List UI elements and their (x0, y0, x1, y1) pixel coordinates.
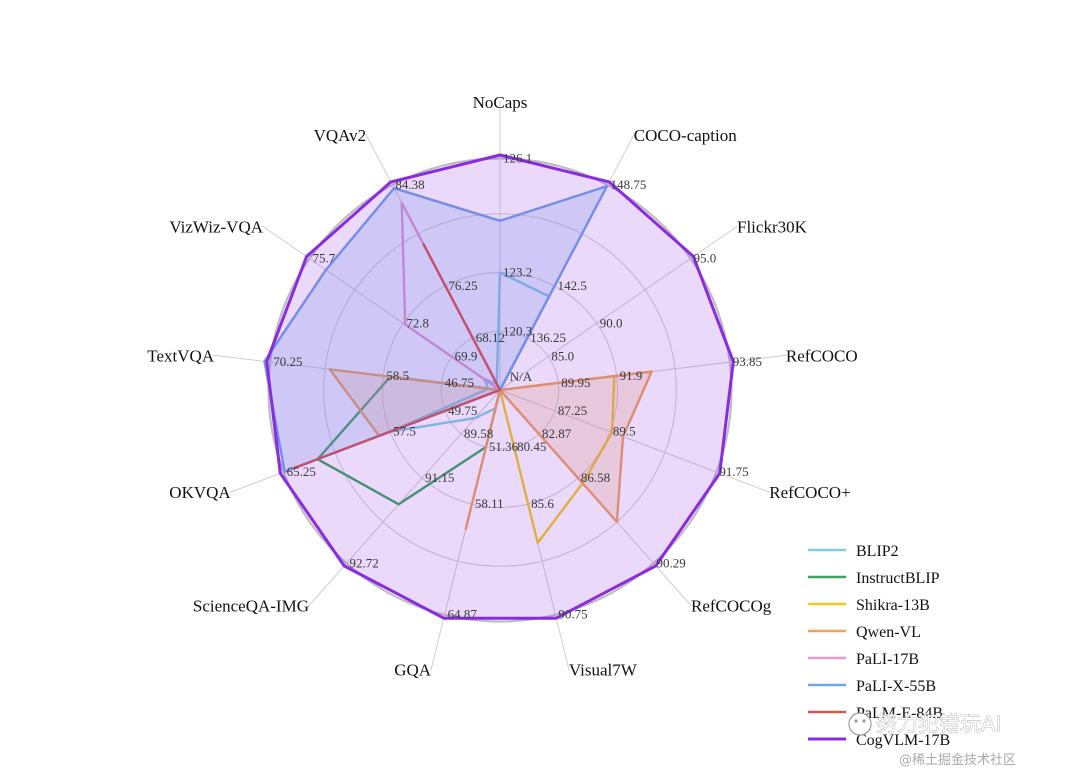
tick-visual7w-2: 85.6 (531, 496, 554, 511)
tick-vqav2-3: 84.38 (395, 177, 424, 192)
tick-refcoco-1: 89.95 (561, 375, 590, 390)
tick-okvqa-1: 49.75 (448, 403, 477, 418)
legend-label-palm-e-84b: PaLM-E-84B (856, 705, 943, 722)
axis-label-coco-caption: COCO-caption (634, 126, 737, 145)
spoke-flickr30k (499, 225, 739, 391)
tick-refcocog-1: 82.87 (542, 426, 572, 441)
axis-label-visual7w: Visual7W (569, 661, 638, 680)
watermark: 努力犯错玩AI @稀土掘金技术社区 (848, 712, 1016, 768)
tick-nocaps-2: 123.2 (503, 265, 532, 280)
wechat-icon (848, 712, 872, 736)
axis-label-flickr30k: Flickr30K (737, 217, 808, 236)
tick-gqa-3: 64.87 (448, 607, 478, 622)
tick-visual7w-1: 80.45 (517, 439, 546, 454)
tick-refcocog-3: 90.29 (657, 555, 686, 570)
tick-scienceqa-img-1: 89.58 (464, 426, 493, 441)
radar-tick-labels: 120.3 123.2 126.1 136.25 142.5 148.75 85.0 90.0… (273, 151, 762, 622)
series-palm-e-84b (292, 243, 502, 470)
tick-coco-caption-2: 142.5 (558, 278, 587, 293)
center-label: N/A (510, 369, 533, 384)
tick-flickr30k-3: 95.0 (694, 251, 717, 266)
axis-label-refcoco: RefCOCO (786, 346, 858, 365)
tick-refcoco-3: 93.85 (733, 354, 762, 369)
radar-series-layer (263, 153, 735, 620)
legend-label-shikra-13b: Shikra-13B (856, 597, 930, 614)
tick-gqa-2: 58.11 (475, 496, 504, 511)
tick-vqav2-1: 68.12 (476, 330, 505, 345)
tick-scienceqa-img-2: 91.15 (425, 470, 454, 485)
axis-label-textvqa: TextVQA (147, 346, 215, 365)
wechat-icon-eye-right (862, 719, 866, 723)
tick-vizwiz-vqa-1: 69.9 (455, 349, 478, 364)
legend-label-instructblip: InstructBLIP (856, 570, 940, 587)
tick-textvqa-1: 46.75 (445, 375, 474, 390)
legend-label-cogvlm-17b: CogVLM-17B (856, 732, 950, 749)
tick-refcoco-2: 89.5 (613, 424, 636, 439)
legend-label-blip2: BLIP2 (856, 543, 899, 560)
axis-label-nocaps: NoCaps (473, 93, 528, 112)
tick-vizwiz-vqa-2: 72.8 (406, 315, 429, 330)
wechat-icon-eye-left (854, 719, 858, 723)
tick-visual7w-3: 90.75 (558, 607, 587, 622)
tick-okvqa-2: 57.5 (393, 424, 416, 439)
axis-label-vizwiz-vqa: VizWiz-VQA (169, 217, 263, 236)
tick-gqa-1: 51.36 (489, 439, 519, 454)
tick-textvqa-3: 70.25 (273, 354, 302, 369)
axis-label-vqav2: VQAv2 (314, 126, 367, 145)
tick-coco-caption-3: 148.75 (611, 177, 647, 192)
axis-label-scienceqa-img: ScienceQA-IMG (193, 597, 309, 616)
series-qwen-vl (328, 368, 653, 531)
tick-scienceqa-img-3: 92.72 (350, 555, 379, 570)
watermark-subtext: @稀土掘金技术社区 (899, 752, 1016, 768)
axis-label-refcoco: RefCOCO+ (769, 483, 850, 502)
tick-coco-caption-1: 136.25 (530, 330, 566, 345)
tick-refcoco-2: 91.9 (620, 368, 643, 383)
tick-textvqa-2: 58.5 (386, 368, 409, 383)
tick-refcoco-1: 87.25 (558, 403, 587, 418)
axis-label-gqa: GQA (394, 661, 432, 680)
legend-label-pali-x-55b: PaLI-X-55B (856, 678, 936, 695)
axis-label-refcocog: RefCOCOg (691, 597, 772, 616)
tick-flickr30k-1: 85.0 (551, 349, 574, 364)
legend-label-pali-17b: PaLI-17B (856, 651, 919, 668)
tick-vqav2-2: 76.25 (448, 278, 477, 293)
tick-nocaps-3: 126.1 (503, 151, 532, 166)
tick-vizwiz-vqa-3: 75.7 (313, 251, 336, 266)
tick-nocaps-1: 120.3 (503, 323, 532, 338)
tick-refcocog-2: 86.58 (581, 470, 610, 485)
tick-refcoco-3: 91.75 (719, 464, 748, 479)
tick-okvqa-3: 65.25 (287, 464, 316, 479)
spoke-refcoco (499, 389, 771, 493)
tick-flickr30k-2: 90.0 (600, 315, 623, 330)
watermark-text: 努力犯错玩AI (876, 712, 1002, 736)
legend-label-qwen-vl: Qwen-VL (856, 624, 921, 641)
spoke-scienceqa-img (307, 389, 501, 607)
series-cogvlm-17b (265, 153, 735, 620)
axis-label-okvqa: OKVQA (169, 483, 231, 502)
